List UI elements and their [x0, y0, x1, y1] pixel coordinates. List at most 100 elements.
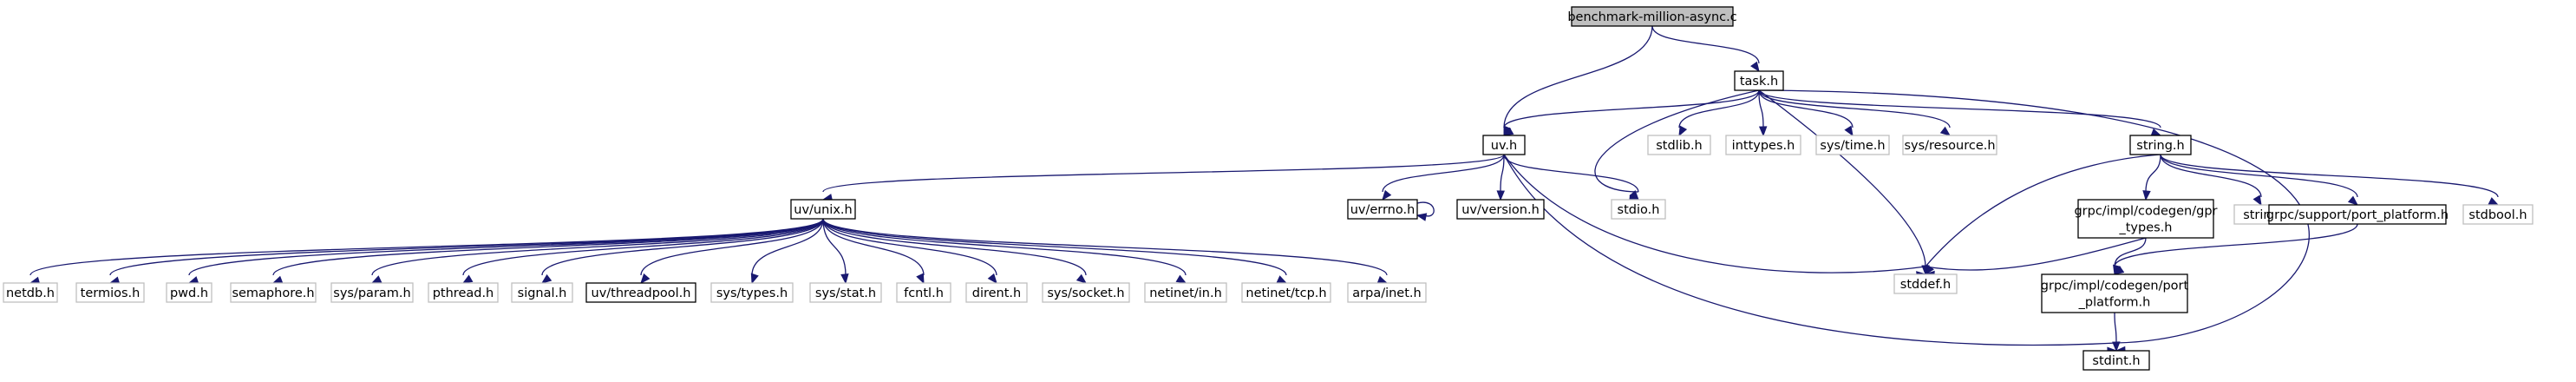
node-box [1611, 199, 1666, 220]
edge-task_h-to-uv_h [1502, 89, 1760, 136]
node-stddef-h[interactable]: stddef.h [1893, 273, 1958, 294]
node-stdlib-h[interactable]: stdlib.h [1647, 135, 1711, 155]
node-label: stdio.h [1618, 203, 1660, 217]
edge-string_h-to-stdbool_h [2160, 154, 2500, 206]
node-stdbool-h[interactable]: stdbool.h [2462, 204, 2534, 225]
node-netinet-tcp-h[interactable]: netinet/tcp.h [1241, 282, 1331, 303]
node-sys-time-h[interactable]: sys/time.h [1815, 135, 1890, 155]
node-uv-unix-h[interactable]: uv/unix.h [790, 199, 856, 220]
node-box [166, 282, 212, 303]
node-sys-param-h[interactable]: sys/param.h [330, 282, 414, 303]
node-label: benchmark-million-async.c [1567, 10, 1736, 24]
node-arpa-inet-h[interactable]: arpa/inet.h [1347, 282, 1427, 303]
node-pwd-h[interactable]: pwd.h [166, 282, 212, 303]
node-uv-threadpool-h[interactable]: uv/threadpool.h [585, 282, 696, 303]
edge-uv_unix_h-to-netinet_in_h [822, 218, 1187, 284]
node-box [1241, 282, 1331, 303]
node-netdb-h[interactable]: netdb.h [3, 282, 58, 303]
node-box [1347, 282, 1427, 303]
node-uv-version-h[interactable]: uv/version.h [1456, 199, 1545, 220]
node-stdint-h[interactable]: stdint.h [2082, 350, 2150, 371]
node-label: task.h [1740, 75, 1778, 89]
edge-uv_unix_h-to-dirent_h [822, 218, 997, 285]
node-semaphore-h[interactable]: semaphore.h [230, 282, 317, 303]
node-uv-h[interactable]: uv.h [1482, 135, 1526, 155]
node-label: uv/threadpool.h [592, 286, 691, 300]
node-label: sys/stat.h [815, 286, 876, 300]
edge-uv_unix_h-to-termios_h [108, 218, 824, 285]
node-label: sys/types.h [716, 286, 788, 300]
node-label: stdbool.h [2468, 208, 2527, 222]
edge-uv_h-to-stdio_h [1503, 154, 1639, 201]
edge-uv_h-to-stdint_h [1503, 154, 2118, 355]
node-box [2082, 350, 2150, 371]
node-box [1647, 135, 1711, 155]
node-label: netinet/tcp.h [1246, 286, 1326, 300]
edges-layer [29, 25, 2500, 355]
node-box [1893, 273, 1958, 294]
edge-string_h-to-gpr_types_h [2142, 154, 2161, 201]
edge-gpr_types_h-to-stddef_h [1924, 237, 2147, 280]
edge-uv_unix_h-to-fcntl_h [822, 218, 925, 285]
node-label: grpc/impl/codegen/port [2041, 280, 2189, 293]
node-label: semaphore.h [232, 286, 314, 300]
node-sys-types-h[interactable]: sys/types.h [710, 282, 794, 303]
node-termios-h[interactable]: termios.h [75, 282, 145, 303]
node-label: arpa/inet.h [1352, 286, 1421, 300]
node-netinet-in-h[interactable]: netinet/in.h [1144, 282, 1227, 303]
node-uv-errno-h[interactable]: uv/errno.h [1347, 199, 1418, 220]
node-label: sys/socket.h [1047, 286, 1124, 300]
node-dirent-h[interactable]: dirent.h [965, 282, 1028, 303]
node-box [1725, 135, 1801, 155]
node-label: signal.h [518, 286, 567, 300]
edge-task_h-to-string_h [1758, 89, 2162, 136]
edge-uv_unix_h-to-netinet_tcp_h [822, 218, 1288, 284]
node-inttypes-h[interactable]: inttypes.h [1725, 135, 1801, 155]
edge-codegen_port_platform_h-to-stdint_h [2112, 312, 2121, 352]
node-box [230, 282, 317, 303]
node-root[interactable]: benchmark-million-async.c [1567, 6, 1737, 27]
edge-uv_unix_h-to-sys_socket_h [822, 218, 1088, 284]
node-label: netdb.h [6, 286, 55, 300]
node-pthread-h[interactable]: pthread.h [428, 282, 499, 303]
node-codegen-port-platform-h[interactable]: grpc/impl/codegen/port _platform.h [2041, 273, 2189, 313]
node-box [585, 282, 696, 303]
node-label: sys/resource.h [1904, 139, 1995, 153]
node-box [3, 282, 58, 303]
node-label: sys/param.h [333, 286, 410, 300]
node-label: uv.h [1491, 139, 1517, 153]
edge-uv_unix_h-to-sys_param_h [370, 218, 824, 284]
node-box [2462, 204, 2534, 225]
node-box [965, 282, 1028, 303]
node-label: dirent.h [972, 286, 1021, 300]
edge-task_h-to-stdint_h [1758, 89, 2310, 355]
node-box [330, 282, 414, 303]
node-box [1902, 135, 1997, 155]
node-label: stdlib.h [1656, 139, 1703, 153]
node-port-platform-h[interactable]: grpc/support/port_platform.h [2266, 204, 2449, 225]
edge-string_h-to-port_platform_h [2160, 154, 2359, 206]
node-fcntl-h[interactable]: fcntl.h [896, 282, 951, 303]
node-box [2129, 135, 2192, 155]
node-label: stddef.h [1900, 278, 1951, 292]
node-sys-stat-h[interactable]: sys/stat.h [809, 282, 882, 303]
node-box [2268, 204, 2447, 225]
node-label: uv/version.h [1461, 203, 1540, 217]
edge-task_h-to-stdlib_h [1678, 89, 1760, 137]
node-task-h[interactable]: task.h [1734, 70, 1784, 91]
node-sys-socket-h[interactable]: sys/socket.h [1042, 282, 1130, 303]
edge-uv_unix_h-to-sys_types_h [750, 218, 824, 285]
node-stdio-h[interactable]: stdio.h [1611, 199, 1666, 220]
node-signal-h[interactable]: signal.h [511, 282, 573, 303]
node-label: _platform.h [2078, 296, 2151, 310]
node-box [1042, 282, 1130, 303]
node-sys-resource-h[interactable]: sys/resource.h [1902, 135, 1997, 155]
edge-uv_h-to-uv_errno_h [1382, 154, 1505, 201]
node-label: uv/unix.h [794, 203, 852, 217]
node-gpr-types-h[interactable]: grpc/impl/codegen/gpr_types.h [2074, 199, 2218, 239]
node-string-h[interactable]: string.h [2129, 135, 2192, 155]
node-label: netinet/in.h [1149, 286, 1222, 300]
node-box [2041, 273, 2188, 313]
edge-uv_errno_h-to-uv_errno_h [1415, 201, 1435, 221]
